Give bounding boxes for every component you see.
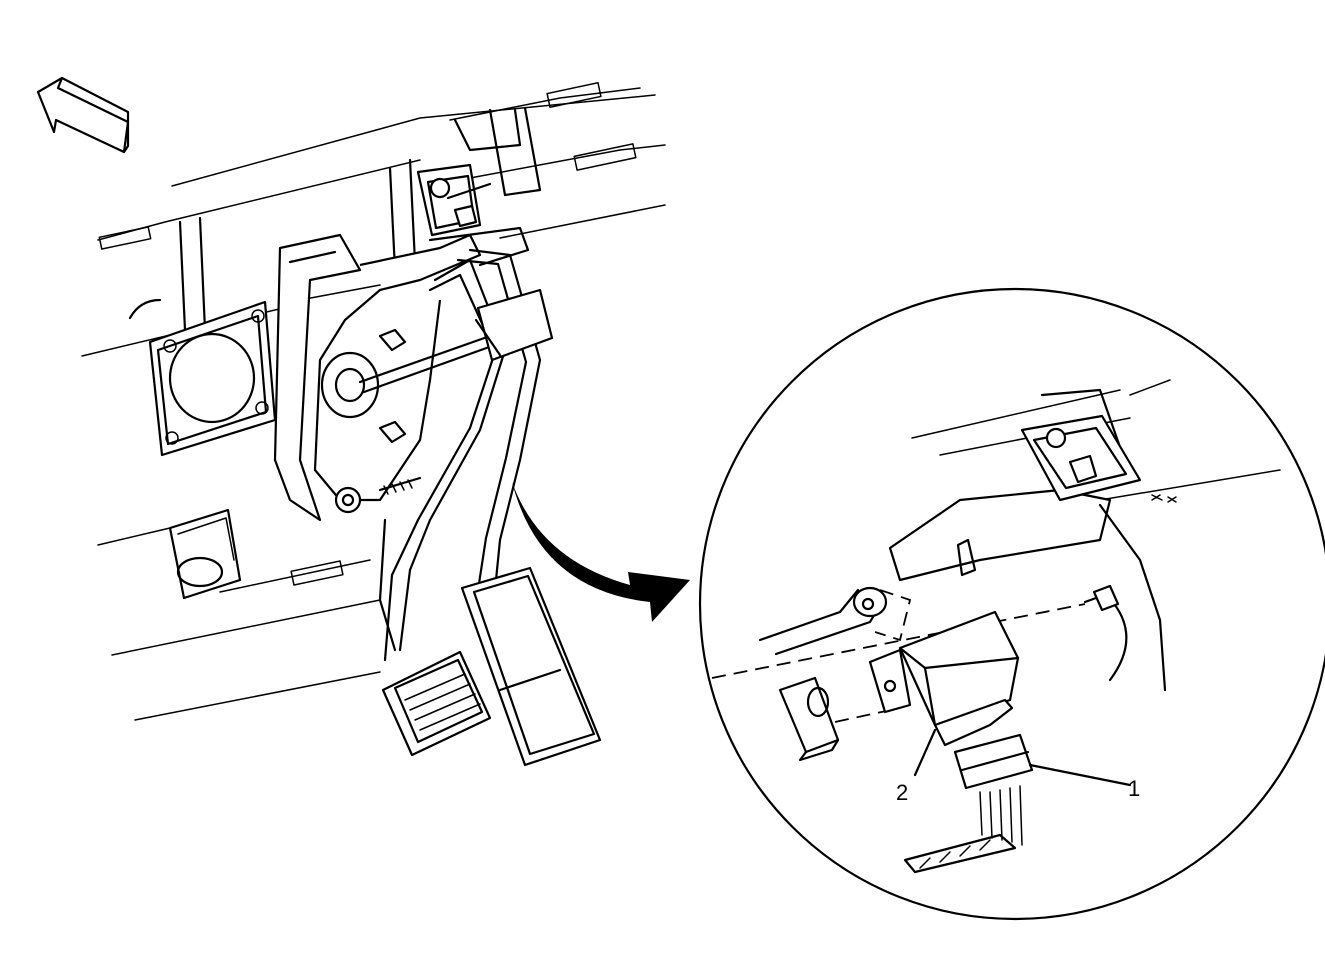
clutch-pedal <box>378 258 507 757</box>
callout-1: 1 <box>1128 776 1140 801</box>
dash-panel <box>81 81 666 721</box>
view-transfer-arrow-icon <box>512 482 690 622</box>
accelerator-pedal <box>456 248 602 767</box>
floor-pocket <box>168 508 242 600</box>
pedal-bracket <box>273 163 530 522</box>
detail-view: 1 2 <box>698 287 1325 921</box>
direction-arrow-icon <box>36 76 130 154</box>
leader-line-1 <box>1028 763 1132 787</box>
mounting-plate <box>128 298 277 457</box>
callout-2: 2 <box>896 780 908 805</box>
leader-line-2 <box>913 728 937 777</box>
